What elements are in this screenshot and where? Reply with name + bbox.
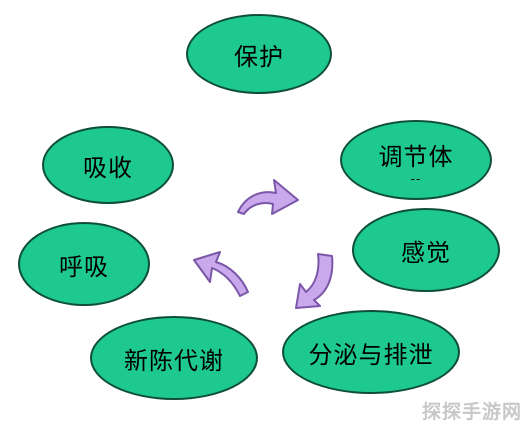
node-metabolism: 新陈代谢 — [90, 316, 258, 400]
node-sense-label: 感觉 — [401, 238, 451, 267]
node-secretion: 分泌与排泄 — [282, 310, 460, 394]
node-protect: 保护 — [186, 14, 332, 94]
curved-arrow-up-icon — [193, 251, 249, 297]
node-temperature-label: 调节体 — [378, 142, 454, 171]
node-temperature: 调节体 -- — [340, 120, 492, 200]
node-secretion-label: 分泌与排泄 — [308, 340, 434, 369]
node-protect-label: 保护 — [234, 42, 284, 71]
node-breath-label: 呼吸 — [59, 252, 109, 281]
node-breath: 呼吸 — [18, 222, 150, 306]
watermark-logo: 探探手游网 — [421, 401, 522, 423]
node-metabolism-label: 新陈代谢 — [124, 346, 224, 375]
curved-arrow-right-icon — [237, 179, 299, 215]
node-temperature-sub: -- — [410, 171, 422, 186]
node-absorb: 吸收 — [42, 126, 174, 204]
node-sense: 感觉 — [352, 208, 500, 292]
curved-arrow-down-icon — [295, 253, 334, 309]
node-absorb-label: 吸收 — [83, 153, 133, 182]
